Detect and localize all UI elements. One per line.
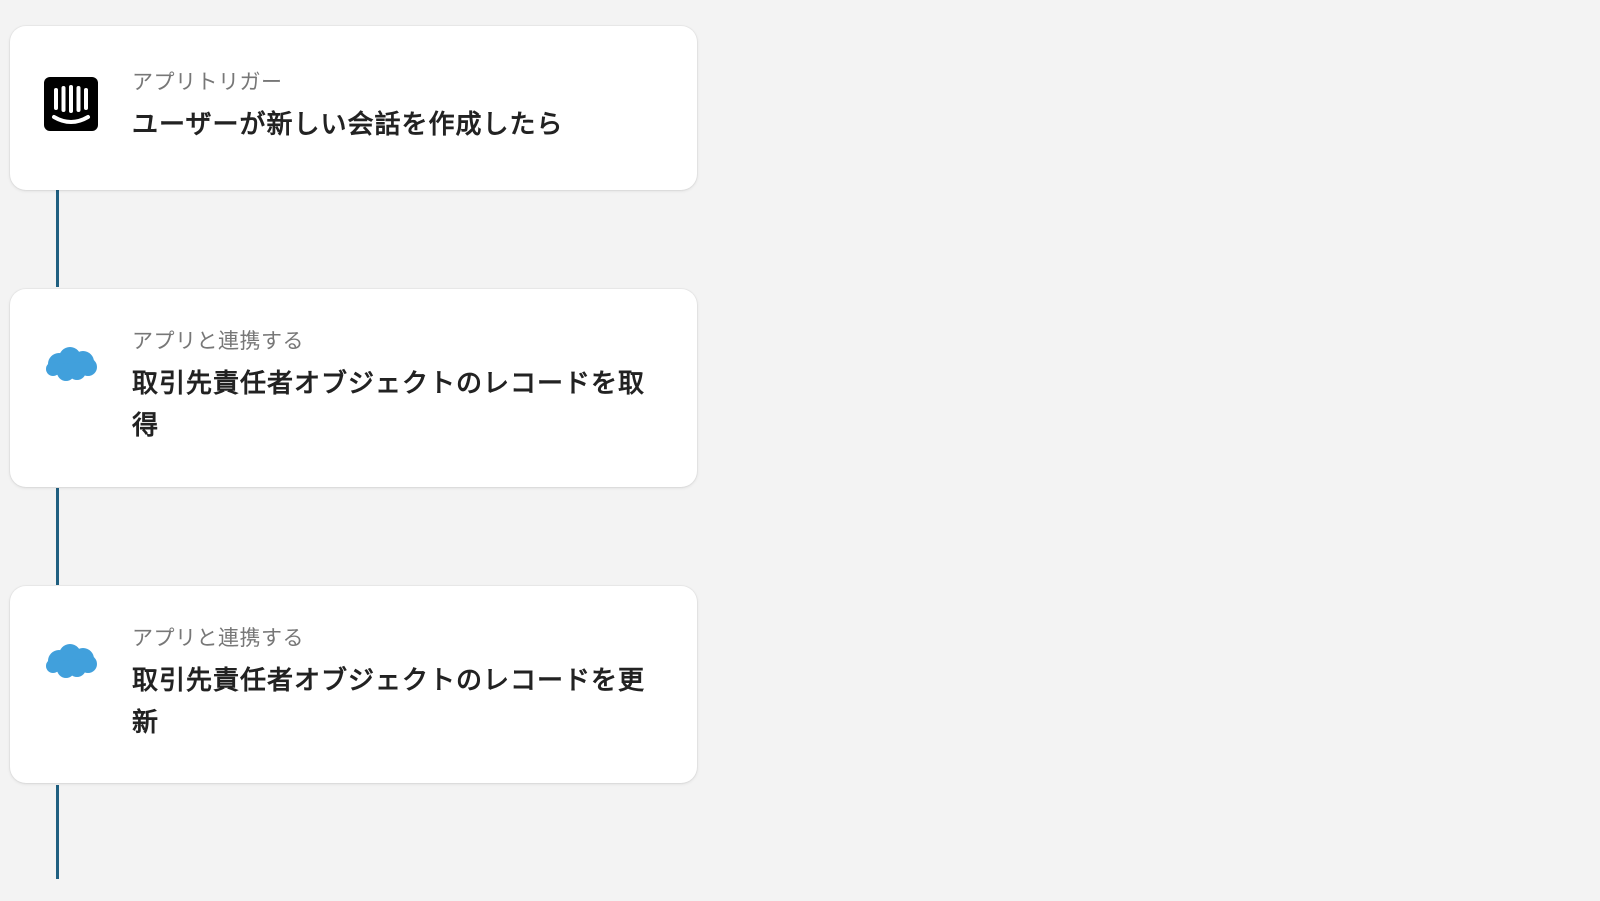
step-kind-label: アプリと連携する <box>132 329 304 353</box>
salesforce-cloud-icon <box>44 635 98 689</box>
flow-connector-line <box>56 488 59 585</box>
step-title: ユーザーが新しい会話を作成したら <box>132 110 564 140</box>
step-title: 取引先責任者オブジェクトのレコードを更新 <box>132 666 646 738</box>
step-kind-label: アプリと連携する <box>132 626 304 650</box>
flow-step-update-record-card[interactable]: アプリと連携する 取引先責任者オブジェクトのレコードを更新 <box>10 586 697 783</box>
salesforce-cloud-icon <box>44 338 98 392</box>
flow-step-get-record-card[interactable]: アプリと連携する 取引先責任者オブジェクトのレコードを取得 <box>10 289 697 487</box>
step-kind-label: アプリトリガー <box>132 70 283 94</box>
flow-connector-line <box>56 190 59 287</box>
intercom-icon <box>44 77 98 131</box>
step-title: 取引先責任者オブジェクトのレコードを取得 <box>132 369 646 441</box>
flow-step-trigger-card[interactable]: アプリトリガー ユーザーが新しい会話を作成したら <box>10 26 697 190</box>
flow-connector-line <box>56 785 59 879</box>
